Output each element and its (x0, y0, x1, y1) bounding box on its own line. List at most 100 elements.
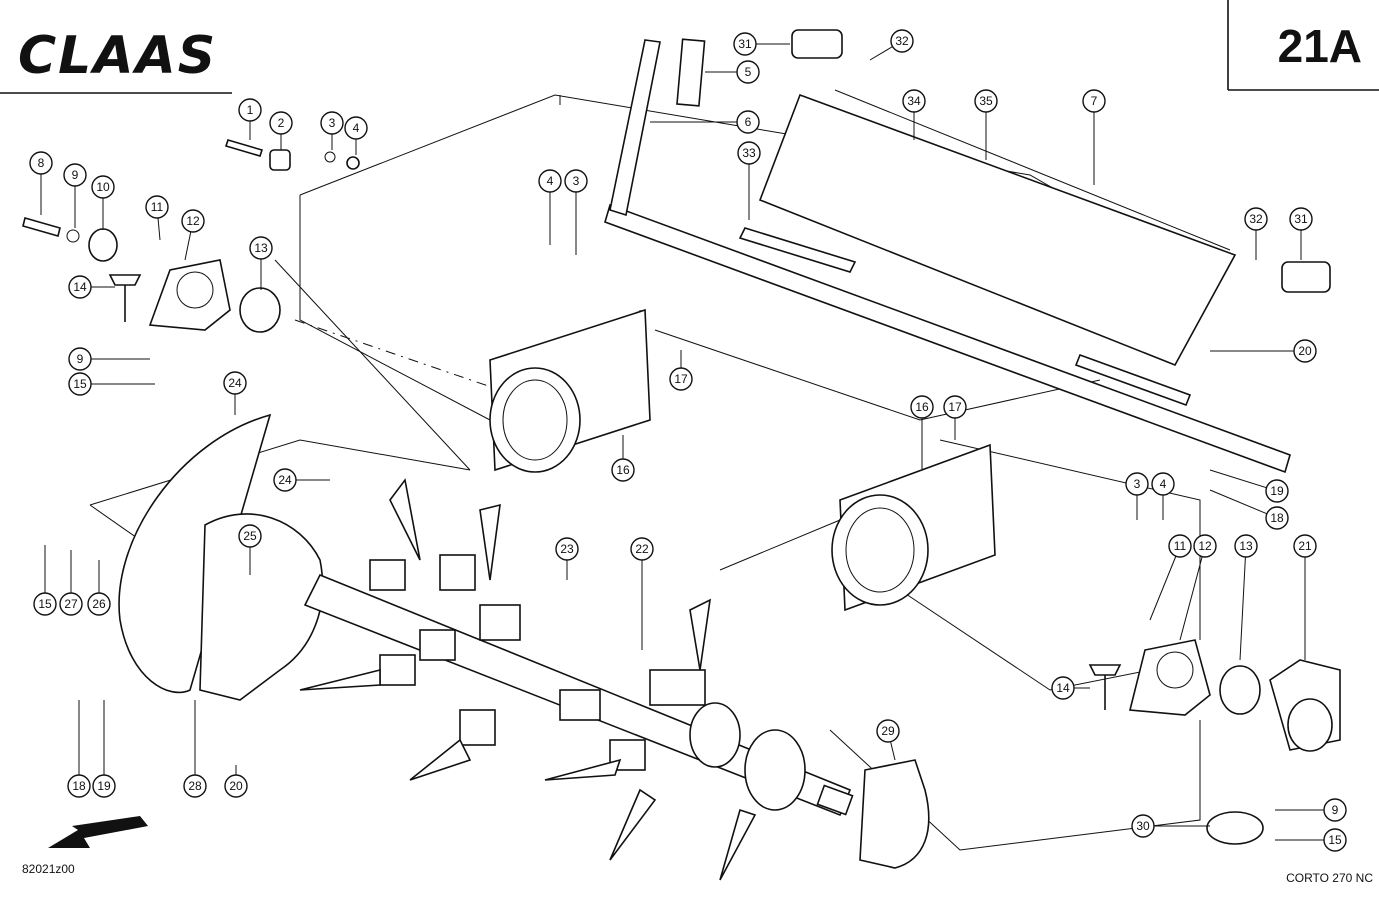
callout-21: 21 (1293, 534, 1317, 558)
callout-3: 3 (320, 111, 344, 135)
callout-30: 30 (1131, 814, 1155, 838)
callout-6: 6 (736, 110, 760, 134)
callout-label: 31 (1294, 212, 1308, 226)
callout-label: 14 (73, 280, 87, 294)
callout-leader-line (1149, 545, 1181, 621)
callout-2: 2 (269, 111, 293, 135)
callout-label: 15 (1328, 833, 1342, 847)
callout-bubble (876, 719, 900, 743)
callout-23: 23 (555, 537, 579, 561)
callout-bubble (320, 111, 344, 135)
callout-18: 18 (1265, 506, 1289, 530)
side-plate-right (831, 443, 996, 612)
callout-leader-line (1239, 545, 1247, 661)
callout-bubble (223, 371, 247, 395)
callout-bubble (1125, 472, 1149, 496)
callout-22: 22 (630, 537, 654, 561)
callout-label: 13 (254, 241, 268, 255)
callout-label: 6 (745, 115, 752, 129)
callout-bubble (87, 592, 111, 616)
callout-label: 15 (38, 597, 52, 611)
callout-label: 29 (881, 724, 895, 738)
callout-label: 17 (948, 400, 962, 414)
callout-bubble (1234, 534, 1258, 558)
callout-label: 15 (73, 377, 87, 391)
callout-label: 16 (616, 463, 630, 477)
callout-label: 3 (573, 174, 580, 188)
callout-16: 16 (611, 458, 635, 482)
callout-label: 21 (1298, 539, 1312, 553)
callout-4: 4 (538, 169, 562, 193)
callout-leaders (40, 40, 1335, 841)
callout-label: 4 (353, 121, 360, 135)
callout-label: 7 (1091, 94, 1098, 108)
callout-bubble (1323, 828, 1347, 852)
callout-label: 17 (674, 372, 688, 386)
callout-leader-line (1209, 489, 1278, 519)
callout-bubble (238, 524, 262, 548)
direction-arrow-icon (48, 816, 148, 848)
callout-bubble (1082, 89, 1106, 113)
callout-14: 14 (68, 275, 92, 299)
callout-bubble (67, 774, 91, 798)
callout-label: 12 (186, 214, 200, 228)
callout-label: 27 (64, 597, 78, 611)
callout-3: 3 (564, 169, 588, 193)
callout-label: 20 (1298, 344, 1312, 358)
callout-32: 32 (890, 29, 914, 53)
callout-bubble (181, 209, 205, 233)
callout-label: 3 (1134, 477, 1141, 491)
callout-12: 12 (181, 209, 205, 233)
callout-7: 7 (1082, 89, 1106, 113)
callout-bubble (943, 395, 967, 419)
callout-label: 32 (1249, 212, 1263, 226)
callout-bubble (1293, 339, 1317, 363)
callout-bubble (273, 468, 297, 492)
callout-bubble (736, 60, 760, 84)
callout-bubble (1323, 798, 1347, 822)
callout-bubble (29, 151, 53, 175)
callout-3: 3 (1125, 472, 1149, 496)
guide-rail (604, 38, 1291, 474)
callout-label: 5 (745, 65, 752, 79)
callout-bubble (269, 111, 293, 135)
callout-24: 24 (223, 371, 247, 395)
callout-16: 16 (910, 395, 934, 419)
callout-bubble (555, 537, 579, 561)
callout-bubble (910, 395, 934, 419)
callout-bubble (145, 195, 169, 219)
callout-11: 11 (1168, 534, 1192, 558)
callout-label: 9 (72, 168, 79, 182)
callout-13: 13 (249, 236, 273, 260)
callout-bubble (68, 347, 92, 371)
callout-label: 23 (560, 542, 574, 556)
callout-label: 20 (229, 779, 243, 793)
callout-label: 10 (96, 180, 110, 194)
callout-bubble (1244, 207, 1268, 231)
callout-9: 9 (68, 347, 92, 371)
callout-bubble (902, 89, 926, 113)
callout-bubble (1293, 534, 1317, 558)
callout-29: 29 (876, 719, 900, 743)
callout-label: 4 (1160, 477, 1167, 491)
callout-bubble (238, 98, 262, 122)
callout-12: 12 (1193, 534, 1217, 558)
callout-bubble (63, 163, 87, 187)
page-number: 21A (1278, 20, 1362, 72)
callout-label: 35 (979, 94, 993, 108)
callout-bubble (564, 169, 588, 193)
tine-holders (299, 478, 757, 881)
knife-disc (118, 413, 324, 701)
callout-bubble (611, 458, 635, 482)
callout-15: 15 (68, 372, 92, 396)
callout-label: 11 (151, 200, 164, 214)
callout-28: 28 (183, 774, 207, 798)
callout-bubble (669, 367, 693, 391)
callout-26: 26 (87, 592, 111, 616)
callout-leader-line (1209, 469, 1278, 492)
callout-8: 8 (29, 151, 53, 175)
callout-15: 15 (33, 592, 57, 616)
callout-bubble (1289, 207, 1313, 231)
